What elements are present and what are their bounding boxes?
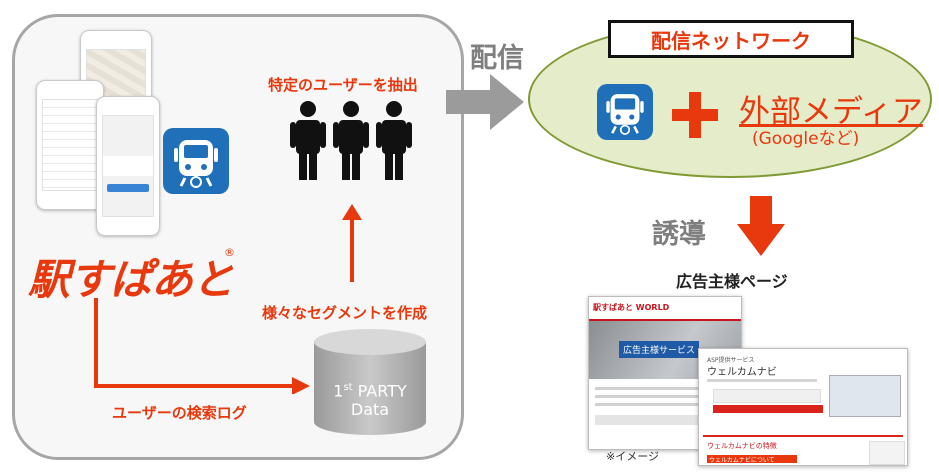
external-media-example: (Googleなど) [752, 129, 860, 149]
person-icon-group [290, 101, 412, 180]
arrow-down-icon [737, 196, 785, 256]
phone-screenshot-front [96, 96, 160, 236]
create-segments-label: 様々なセグメントを作成 [262, 304, 428, 322]
train-app-icon-network [597, 84, 653, 140]
advertiser-page-screenshot-front: ASP提供サービス ウェルカムナビ ウェルカムナビの特徴 ウェルカムナビについて [698, 348, 908, 466]
screen-front-kicker: ASP提供サービス [707, 357, 755, 364]
search-log-label: ユーザーの検索ログ [112, 404, 247, 422]
arrow-right-icon [446, 74, 524, 130]
deliver-label: 配信 [470, 43, 524, 74]
plus-icon [672, 92, 718, 138]
extract-users-label: 特定のユーザーを抽出 [268, 76, 418, 94]
screen-front-footer: ウェルカムナビについて [709, 457, 775, 464]
search-log-arrow [94, 298, 310, 394]
external-media-label: 外部メディア [739, 94, 923, 130]
database-label: 1st PARTY Data [333, 381, 407, 420]
train-app-icon [163, 128, 229, 194]
image-note: ※イメージ [606, 450, 659, 463]
arrow-up-icon [342, 204, 362, 282]
person-icon [290, 101, 326, 180]
person-icon [333, 101, 369, 180]
phone-screenshot-left [36, 80, 104, 210]
registered-mark: ® [224, 246, 235, 259]
person-icon [376, 101, 412, 180]
network-title: 配信ネットワーク [608, 20, 854, 58]
ekispert-logo: 駅すぱあと [28, 255, 234, 304]
advertiser-page-screenshot-back: 駅すぱあと WORLD 広告主様サービス [588, 296, 742, 450]
screen-front-section: ウェルカムナビの特徴 [707, 442, 777, 450]
screen-back-banner: 広告主様サービス [619, 341, 700, 358]
advertiser-page-title: 広告主様ページ [676, 272, 788, 291]
screen-front-title: ウェルカムナビ [707, 367, 777, 378]
guide-label: 誘導 [652, 219, 706, 250]
screen-back-header: 駅すぱあと WORLD [593, 303, 670, 312]
database-icon [314, 329, 426, 435]
